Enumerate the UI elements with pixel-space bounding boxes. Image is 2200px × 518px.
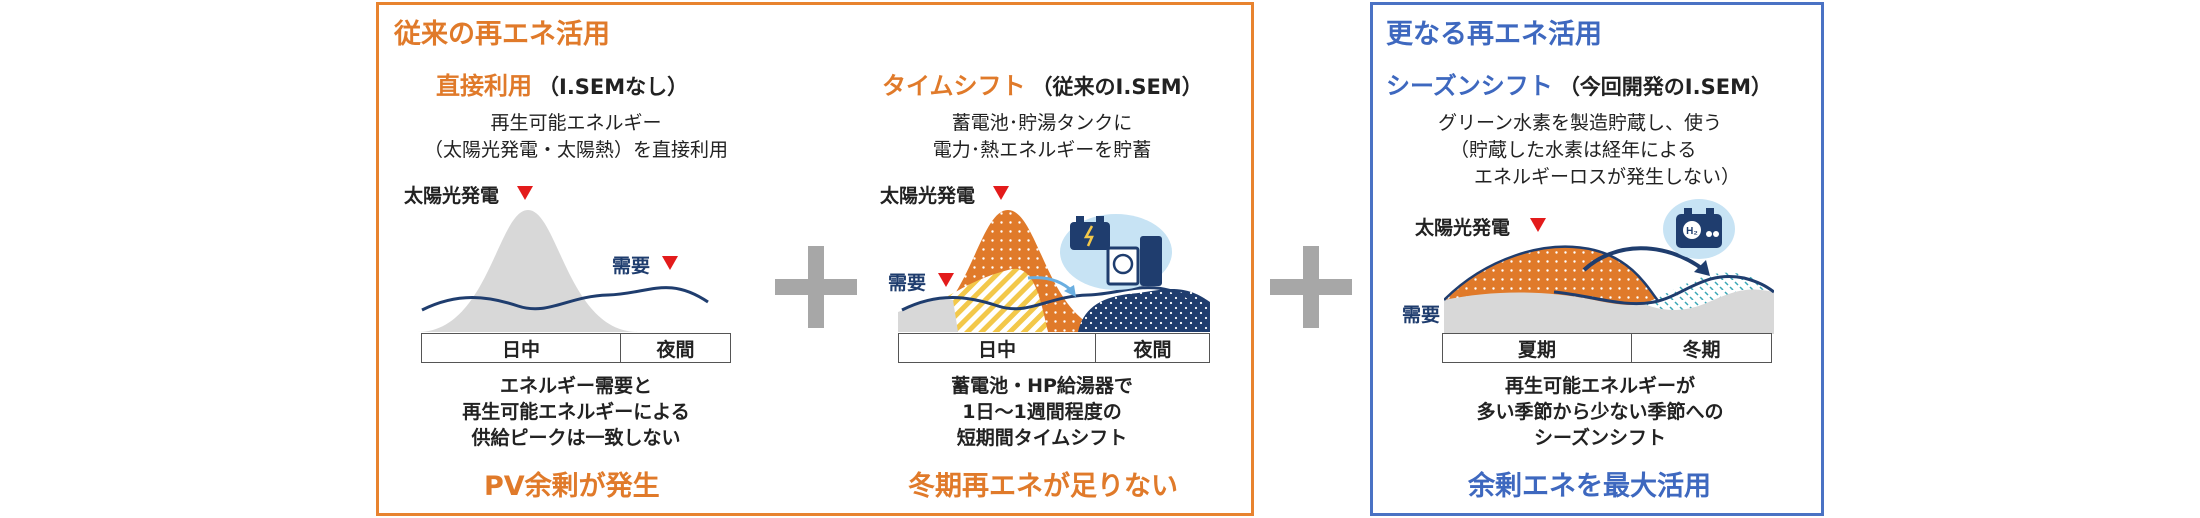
- plus-icon: [1270, 246, 1352, 328]
- seasonshift-conclusion-line3: シーズンシフト: [1533, 427, 1667, 449]
- timeshift-result: 冬期再エネが足りない: [908, 471, 1178, 502]
- timeshift-time-day: 日中: [977, 338, 1016, 361]
- direct-demand-marker-icon: [662, 256, 678, 270]
- direct-use-result: PV余剰が発生: [484, 471, 660, 502]
- timeshift-time-axis: 日中 夜間: [898, 333, 1210, 363]
- timeshift-time-night: 夜間: [1095, 334, 1209, 362]
- conventional-section-title: 従来の再エネ活用: [394, 19, 610, 50]
- battery-storage-icon: [1060, 214, 1172, 290]
- direct-time-axis: 日中 夜間: [421, 333, 731, 363]
- direct-solar-label: 太陽光発電: [404, 185, 500, 207]
- seasonshift-desc-line3: エネルギーロスが発生しない）: [1474, 166, 1741, 188]
- timeshift-chart: [898, 210, 1210, 332]
- seasonshift-conclusion-line1: 再生可能エネルギーが: [1504, 375, 1695, 397]
- timeshift-demand-curve: [901, 286, 1199, 312]
- direct-use-conclusion: エネルギー需要と 再生可能エネルギーによる 供給ピークは一致しない: [406, 373, 746, 451]
- timeshift-solar-marker-icon: [993, 186, 1009, 200]
- timeshift-stored-energy-area: [948, 268, 1048, 332]
- timeshift-conclusion: 蓄電池・HP給湯器で 1日～1週間程度の 短期間タイムシフト: [892, 373, 1192, 451]
- hydrogen-tank-icon: H₂: [1663, 199, 1735, 259]
- hydrogen-label: H₂: [1686, 226, 1698, 237]
- timeshift-conclusion-line2: 1日～1週間程度の: [962, 401, 1122, 423]
- seasonshift-shift-arrow: [1582, 246, 1706, 272]
- timeshift-shift-arrowhead-icon: [1064, 285, 1076, 297]
- timeshift-heading: タイムシフト（従来のI.SEM）: [882, 66, 1203, 101]
- seasonshift-summer-surplus-area: [1444, 246, 1659, 306]
- further-section-title: 更なる再エネ活用: [1386, 19, 1602, 50]
- timeshift-subheading: （従来のI.SEM）: [1031, 75, 1203, 99]
- seasonshift-season-axis: 夏期 冬期: [1442, 333, 1772, 363]
- timeshift-conclusion-line3: 短期間タイムシフト: [956, 427, 1128, 449]
- seasonshift-description: グリーン水素を製造貯蔵し、使う （貯蔵した水素は経年による エネルギーロスが発生…: [1438, 110, 1740, 191]
- timeshift-night-supply-area: [1078, 288, 1210, 332]
- timeshift-gray-base-area: [898, 299, 958, 332]
- timeshift-conclusion-line1: 蓄電池・HP給湯器で: [951, 375, 1133, 397]
- direct-conclusion-line3: 供給ピークは一致しない: [471, 427, 681, 449]
- seasonshift-demand-curve: [1553, 275, 1774, 306]
- direct-time-night: 夜間: [620, 334, 730, 362]
- direct-solar-generation-area: [418, 210, 638, 332]
- plus-icon: [775, 246, 857, 328]
- direct-use-chart: [418, 210, 709, 332]
- seasonshift-subheading: （今回開発のI.SEM）: [1558, 75, 1772, 99]
- seasonshift-demand-label: 需要: [1402, 304, 1441, 326]
- further-section-frame: [1370, 2, 1824, 516]
- direct-use-desc-line2: （太陽光発電・太陽熱）を直接利用: [423, 139, 728, 161]
- seasonshift-conclusion: 再生可能エネルギーが 多い季節から少ない季節への シーズンシフト: [1400, 373, 1800, 451]
- direct-time-day: 日中: [501, 338, 540, 361]
- direct-solar-marker-icon: [517, 186, 533, 200]
- seasonshift-solar-label: 太陽光発電: [1415, 217, 1511, 239]
- seasonshift-conclusion-line2: 多い季節から少ない季節への: [1476, 401, 1724, 423]
- direct-demand-curve: [421, 286, 709, 312]
- seasonshift-shift-arrowhead-icon: [1694, 260, 1710, 276]
- seasonshift-chart: [1444, 245, 1774, 334]
- direct-use-description: 再生可能エネルギー （太陽光発電・太陽熱）を直接利用: [406, 110, 746, 164]
- direct-conclusion-line2: 再生可能エネルギーによる: [462, 401, 690, 423]
- conventional-section-frame: [376, 2, 1254, 516]
- seasonshift-season-winter: 冬期: [1631, 334, 1771, 362]
- timeshift-solar-label: 太陽光発電: [880, 185, 976, 207]
- seasonshift-solar-marker-icon: [1530, 218, 1546, 232]
- direct-demand-label: 需要: [612, 255, 651, 277]
- seasonshift-result: 余剰エネを最大活用: [1468, 471, 1711, 502]
- seasonshift-desc-line1: グリーン水素を製造貯蔵し、使う: [1438, 112, 1723, 134]
- direct-use-heading-text: 直接利用: [436, 72, 532, 100]
- direct-conclusion-line1: エネルギー需要と: [499, 375, 652, 397]
- seasonshift-winter-supply-area: [1644, 272, 1774, 310]
- timeshift-demand-label: 需要: [888, 272, 927, 294]
- timeshift-demand-marker-icon: [938, 273, 954, 287]
- seasonshift-heading: シーズンシフト（今回開発のI.SEM）: [1386, 66, 1772, 101]
- direct-use-desc-line1: 再生可能エネルギー: [490, 112, 662, 134]
- seasonshift-desc-line2: （貯蔵した水素は経年による: [1450, 139, 1697, 161]
- direct-use-heading: 直接利用（I.SEMなし）: [436, 66, 688, 101]
- seasonshift-solar-curve: [1444, 245, 1660, 303]
- timeshift-heading-text: タイムシフト: [882, 72, 1026, 100]
- seasonshift-heading-text: シーズンシフト: [1386, 72, 1553, 100]
- seasonshift-season-summer: 夏期: [1517, 338, 1556, 361]
- timeshift-description: 蓄電池･貯湯タンクに 電力･熱エネルギーを貯蓄: [892, 110, 1192, 164]
- timeshift-desc-line2: 電力･熱エネルギーを貯蓄: [932, 139, 1152, 161]
- direct-use-subheading: （I.SEMなし）: [538, 75, 689, 99]
- timeshift-desc-line1: 蓄電池･貯湯タンクに: [951, 112, 1133, 134]
